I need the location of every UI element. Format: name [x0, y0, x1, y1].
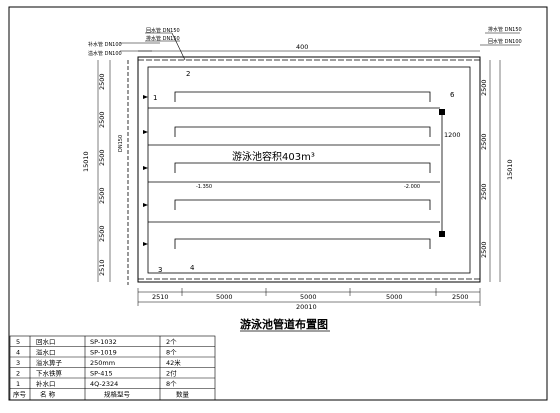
dim-left-6: 2510: [98, 259, 106, 276]
legend-row-2-no: 4: [16, 349, 20, 357]
legend-row-1-no: 5: [16, 338, 20, 346]
callout-return-pipe: 回水管 DN150: [146, 27, 180, 34]
left-dim-lines: [97, 60, 111, 282]
right-dim-lines: [489, 60, 501, 282]
branch-pipe-2: [174, 126, 431, 137]
legend-header-qty: 数量: [176, 390, 190, 399]
level-right: -2.000: [404, 184, 420, 190]
callout-right-return: 回水管 DN100: [488, 38, 522, 45]
marker-4: 4: [190, 264, 195, 272]
legend-row-2-qty: 8个: [166, 349, 177, 357]
legend-row-3-model: 250mm: [90, 359, 115, 367]
legend-row-5-qty: 8个: [166, 380, 177, 388]
dim-left-4: 2500: [98, 187, 106, 204]
dim-left-total: 15010: [82, 151, 90, 172]
branch-pipes: [174, 91, 431, 249]
return-outlet-top: [439, 109, 445, 115]
legend-header-no: 序号: [13, 390, 27, 399]
level-left: -1.350: [196, 184, 212, 190]
dim-right-inner: 1200: [444, 131, 461, 139]
branch-pipe-5: [174, 238, 431, 249]
dim-bottom-total: 20010: [296, 303, 317, 311]
pool-outer-wall: [137, 56, 481, 283]
dim-right-1: 2500: [480, 79, 488, 96]
bottom-dim-lines: [137, 288, 481, 306]
dim-left-1: 2500: [98, 73, 106, 90]
legend-row-1-qty: 2个: [166, 338, 177, 346]
marker-3: 3: [158, 266, 162, 274]
callout-overflow-pipe: 溢水管 DN100: [88, 50, 122, 57]
top-callouts: [120, 32, 520, 61]
return-outlet-bottom: [439, 231, 445, 237]
legend-row-5-model: 4Q-2324: [90, 380, 118, 388]
dim-right-total: 15010: [506, 159, 514, 180]
callout-right-drain: 排水管 DN150: [488, 26, 522, 33]
branch-pipe-3: [174, 162, 431, 173]
legend-row-5-no: 1: [16, 380, 20, 388]
pool-inner-wall: [147, 66, 471, 274]
pool-volume-label: 游泳池容积403m³: [232, 150, 315, 163]
legend-row-1-name: 回水口: [36, 337, 56, 346]
legend-row-4-no: 2: [16, 370, 20, 378]
dim-left-3: 2500: [98, 149, 106, 166]
dim-right-4: 2500: [480, 241, 488, 258]
dim-bottom-5: 2500: [452, 293, 469, 301]
marker-2: 2: [186, 70, 190, 78]
branch-pipe-1: [174, 91, 431, 102]
branch-pipe-4: [174, 199, 431, 210]
drawing-frame: [8, 6, 548, 401]
dim-left-2: 2500: [98, 111, 106, 128]
legend-row-1-model: SP-1032: [90, 338, 117, 346]
legend-row-4-name: 下水铁箅: [36, 369, 63, 378]
legend-row-2-model: SP-1019: [90, 349, 117, 357]
legend-row-3-no: 3: [16, 359, 20, 367]
legend-header-name: 名 称: [40, 390, 56, 399]
legend-row-5-name: 补水口: [36, 379, 56, 388]
drawing-title: 游泳池管道布置图: [240, 317, 328, 331]
legend-table-grid: [9, 335, 216, 401]
callout-makeup-pipe: 补水管 DN100: [88, 41, 122, 48]
legend-row-3-name: 溢水箅子: [36, 358, 63, 367]
dim-left-pipe: DN150: [118, 135, 124, 152]
legend-header-model: 规格型号: [104, 390, 131, 399]
callout-drain-pipe: 排水管 DN150: [146, 35, 180, 42]
dim-right-3: 2500: [480, 183, 488, 200]
dim-bottom-4: 5000: [386, 293, 403, 301]
dim-left-5: 2500: [98, 225, 106, 242]
dim-top: 400: [296, 43, 308, 51]
legend-row-4-qty: 2付: [166, 369, 177, 378]
dim-bottom-1: 2510: [152, 293, 169, 301]
left-inlets: [143, 95, 148, 246]
marker-1: 1: [153, 94, 157, 102]
legend-row-4-model: SP-415: [90, 370, 113, 378]
lane-lines: [148, 107, 440, 223]
dim-bottom-2: 5000: [216, 293, 233, 301]
dim-bottom-3: 5000: [300, 293, 317, 301]
legend-row-3-qty: 42米: [166, 358, 181, 367]
legend-table: 5 回水口 SP-1032 2个 4 溢水口 SP-1019 8个 3 溢水箅子…: [13, 337, 190, 399]
legend-row-2-name: 溢水口: [36, 348, 56, 357]
marker-6: 6: [450, 91, 455, 99]
dim-right-2: 2500: [480, 133, 488, 150]
